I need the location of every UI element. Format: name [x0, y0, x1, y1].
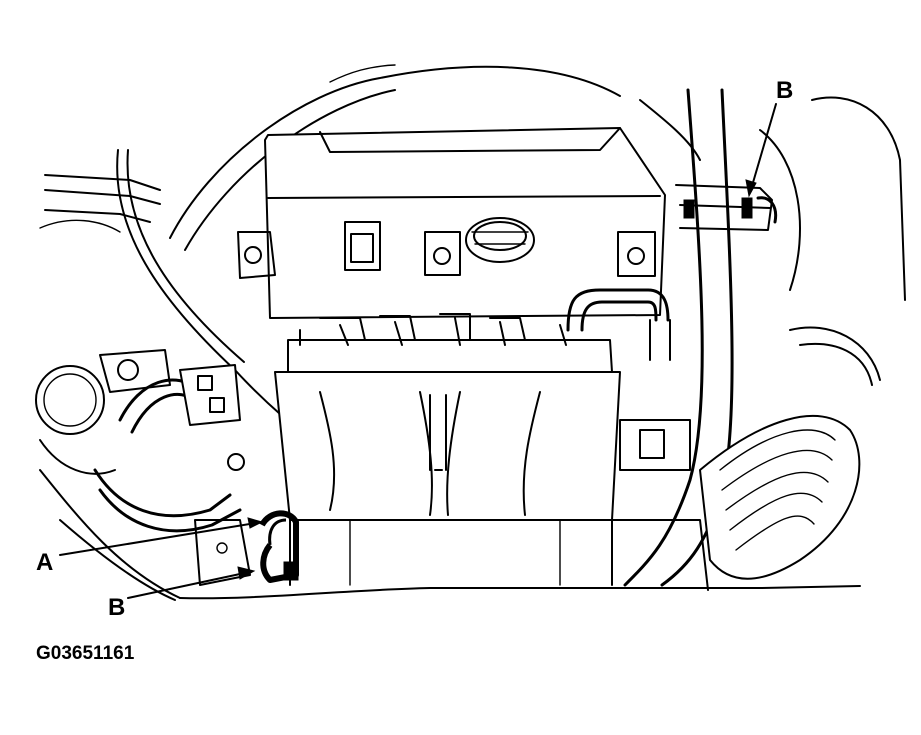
callout-label-b-right: B	[776, 77, 793, 104]
callout-leaders	[59, 103, 777, 599]
vertical-hoses-right	[623, 88, 778, 587]
figure-id: G03651161	[36, 643, 135, 664]
right-lower-assembly	[611, 419, 709, 591]
air-intake-duct	[699, 96, 906, 580]
callout-label-a: A	[36, 549, 53, 576]
hose-clamp-bracket	[259, 510, 299, 583]
lower-frame	[39, 469, 861, 601]
left-assembly	[35, 349, 251, 586]
valve-cover	[237, 127, 666, 319]
intake-manifold	[274, 371, 621, 586]
callout-label-b-left: B	[108, 594, 125, 621]
coolant-hose-upper	[566, 288, 671, 361]
